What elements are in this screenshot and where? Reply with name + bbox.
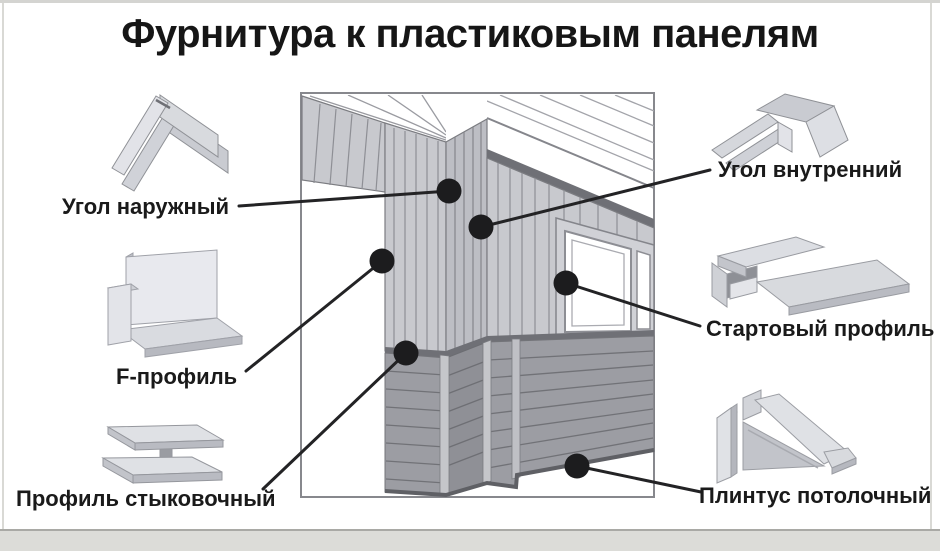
callout-label-ceiling-plinth: Плинтус потолочный	[699, 483, 932, 508]
callout-dot-inner-corner	[468, 214, 494, 240]
page-title: Фурнитура к пластиковым панелям	[121, 12, 819, 56]
callout-dot-outer-corner	[436, 178, 462, 204]
ceiling-right-panels	[487, 95, 654, 172]
callout-label-start-profile: Стартовый профиль	[706, 316, 935, 341]
joint-trim-strip	[511, 338, 521, 480]
callout-dots	[369, 178, 590, 479]
callout-lines	[237, 168, 712, 494]
corner-front-wall	[384, 122, 447, 355]
callout-label-inner-corner: Угол внутренний	[718, 157, 903, 182]
callout-line-inner-corner	[479, 168, 712, 229]
inner-corner-profile-icon	[711, 93, 849, 172]
wainscot-bottom-trim	[384, 448, 655, 498]
callout-dot-ceiling-plinth	[564, 453, 590, 479]
callout-label-f-profile: F-профиль	[116, 364, 238, 389]
callout-dot-joining-profile	[393, 340, 419, 366]
callout-line-outer-corner	[237, 189, 451, 208]
outer-corner-profile-icon	[111, 94, 229, 192]
window	[555, 217, 655, 339]
room-illustration	[300, 92, 655, 498]
callout-line-f-profile	[244, 259, 384, 373]
callout-dot-f-profile	[369, 248, 395, 274]
page-right-border	[930, 3, 932, 529]
ceiling-left-panels	[309, 95, 446, 141]
u-start-profile-icon	[711, 236, 911, 316]
callout-dot-start-profile	[553, 270, 579, 296]
ceiling-edge-line	[486, 117, 655, 189]
callout-line-joining-profile	[261, 351, 408, 491]
f-profile-icon	[106, 249, 244, 358]
window-pane-side	[636, 249, 651, 330]
callout-label-outer-corner: Угол наружный	[62, 194, 230, 219]
callout-line-ceiling-plinth	[575, 464, 703, 494]
callout-label-joining-profile: Профиль стыковочный	[16, 486, 276, 511]
wainscot-top-trim	[385, 330, 654, 358]
ceiling-trim-band	[487, 149, 654, 228]
page-bottom-border	[0, 529, 940, 551]
window-pane-inner	[571, 239, 625, 327]
ceiling-plinth-profile-icon	[716, 389, 857, 484]
page-top-border	[0, 0, 940, 3]
corner-trim-strip	[439, 354, 450, 497]
callout-line-start-profile	[564, 281, 702, 328]
page-left-border	[2, 3, 4, 529]
h-joining-profile-icon	[101, 424, 225, 484]
corner-trim-strip	[482, 339, 492, 486]
wainscot-panels	[384, 330, 655, 498]
